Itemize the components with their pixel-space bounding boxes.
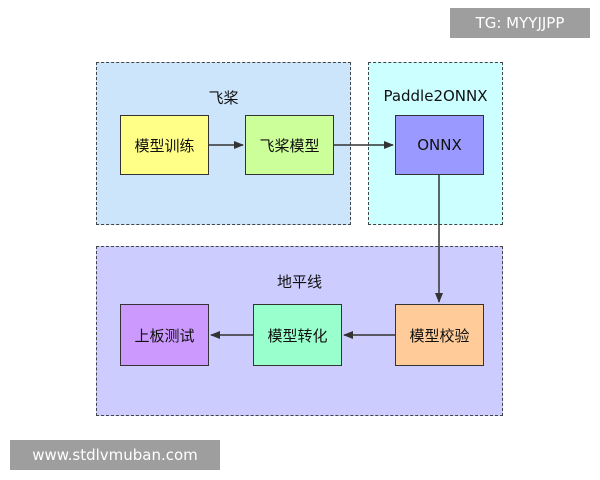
node-model-validation: 模型校验 [395,304,484,366]
region-title-dipingxian: 地平线 [276,273,322,291]
region-title-feijiang: 飞桨 [208,89,239,107]
region-title-paddle2onnx: Paddle2ONNX [383,87,488,105]
watermark-bottom: www.stdlvmuban.com [10,440,220,470]
node-onnx: ONNX [395,115,484,175]
watermark-top: TG: MYYJJPP [450,8,590,38]
node-model-training: 模型训练 [120,115,209,175]
node-model-conversion: 模型转化 [253,304,342,366]
node-board-test: 上板测试 [120,304,209,366]
node-feijiang-model: 飞桨模型 [245,115,334,175]
